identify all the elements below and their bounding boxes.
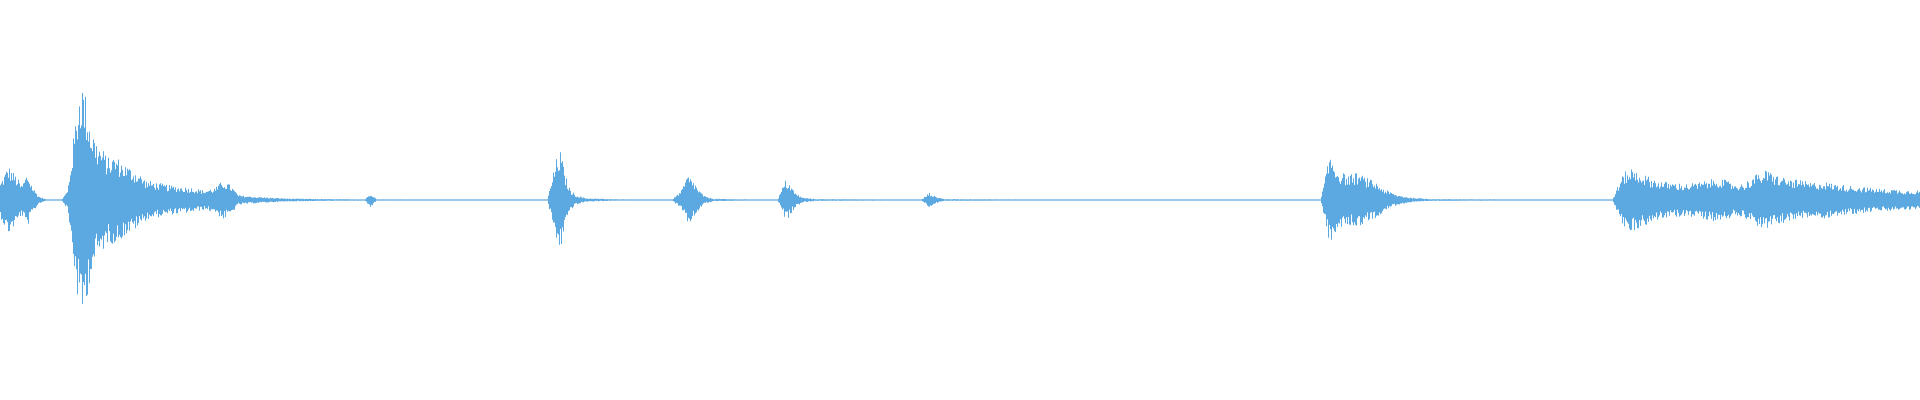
waveform-samples <box>0 92 1920 304</box>
waveform-path <box>0 92 1920 304</box>
